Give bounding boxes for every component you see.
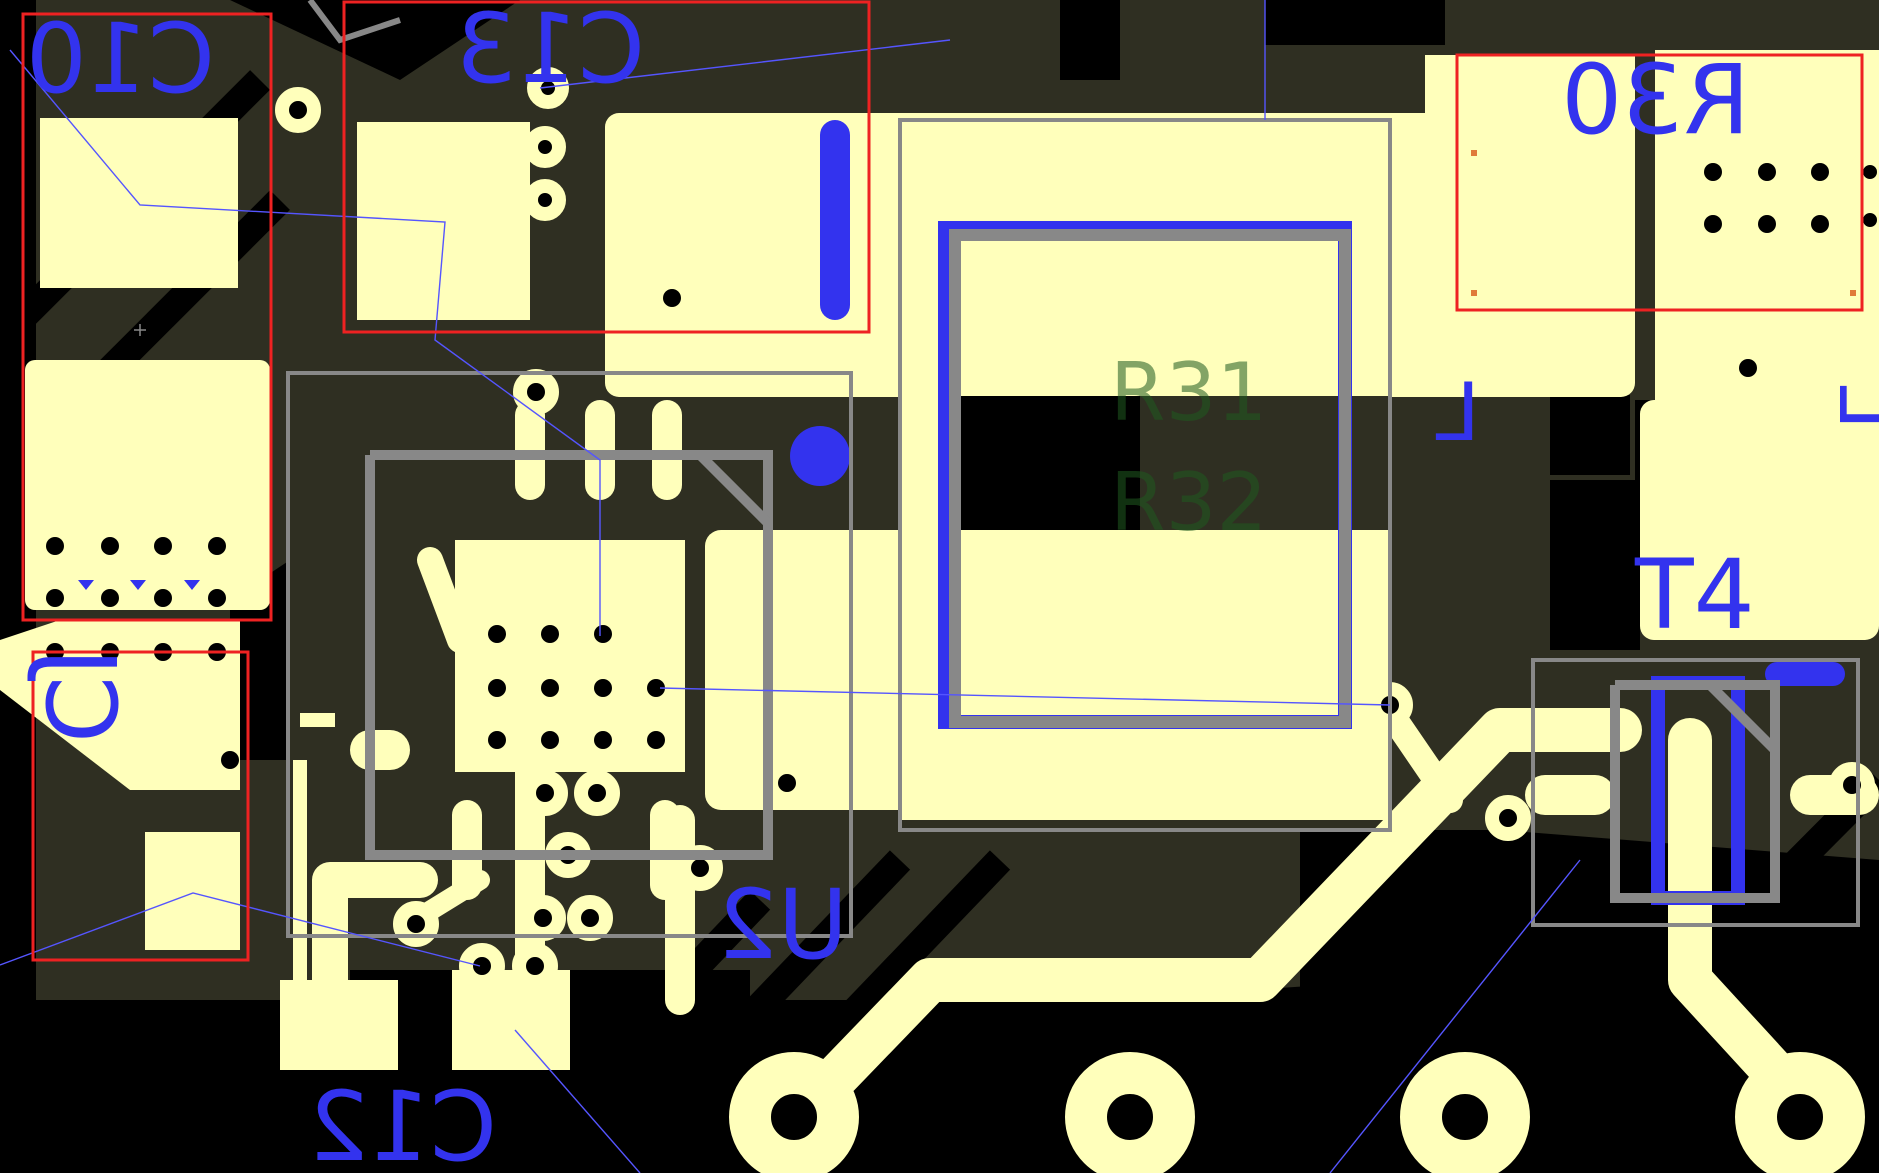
u2-keepout-edge (293, 713, 335, 1000)
blue-markers (78, 120, 1845, 686)
via (513, 369, 559, 415)
via (520, 895, 566, 941)
u2-courtyard (286, 371, 853, 938)
designator-l: L (1435, 366, 1480, 459)
designators: C10 C13 R30 U2 C12 T4 CJ L L (24, 0, 1879, 1173)
selection-boxes[interactable] (21, 0, 1864, 962)
selection-c10 (21, 12, 273, 622)
r30-corner-marks (1471, 150, 1856, 296)
via (459, 943, 505, 989)
pad-u2-side-l (350, 730, 410, 770)
via (524, 126, 566, 168)
via (522, 770, 568, 816)
svg-text:R31: R31 (1110, 346, 1267, 439)
via (1849, 151, 1879, 193)
pad-c12-2 (452, 970, 570, 1070)
via (275, 87, 321, 133)
via (393, 901, 439, 947)
via (764, 760, 810, 806)
via (524, 179, 566, 221)
c13-polarity-bar (820, 120, 850, 320)
l-courtyard (898, 118, 1392, 832)
via (1829, 762, 1875, 808)
via (574, 770, 620, 816)
designator-c13: C13 (456, 0, 645, 105)
u2-outline (365, 450, 773, 860)
designator-r30: R30 (1561, 44, 1750, 156)
via (1849, 199, 1879, 241)
t4-marker (1765, 662, 1845, 686)
svg-text:R32: R32 (1110, 456, 1267, 549)
via (1485, 795, 1531, 841)
header-pin-3 (1400, 1052, 1530, 1173)
pad-t4-1 (1525, 775, 1615, 815)
pad-cj-1 (145, 832, 240, 950)
pad-r30-1 (1425, 55, 1635, 290)
via (527, 67, 569, 109)
t4-courtyard (1531, 658, 1860, 927)
via (512, 943, 558, 989)
mounting-holes[interactable] (729, 1052, 1865, 1173)
selection-cj (31, 650, 250, 962)
courtyards (286, 0, 1860, 938)
designator-u2: U2 (717, 869, 848, 981)
ratsnest (0, 0, 1581, 1173)
designator-c10: C10 (26, 3, 215, 115)
selection-r30 (1455, 53, 1864, 312)
header-pin-2 (1065, 1052, 1195, 1173)
designator-t4: T4 (1634, 539, 1755, 651)
selection-c13 (342, 0, 871, 334)
pad-c13-1 (357, 122, 530, 320)
via (567, 895, 613, 941)
l-outline (949, 229, 1351, 728)
designator-cj: CJ (24, 648, 136, 743)
pin1-marker (790, 426, 850, 486)
designator-c12: C12 (308, 1071, 497, 1173)
faint-silkscreen: R31 R32 (1110, 346, 1267, 549)
header-pin-4 (1735, 1052, 1865, 1173)
header-pin-1 (729, 1052, 859, 1173)
origin-cross (134, 324, 146, 336)
t4-outline (1610, 680, 1780, 903)
designator-l-right: L (1821, 385, 1879, 430)
